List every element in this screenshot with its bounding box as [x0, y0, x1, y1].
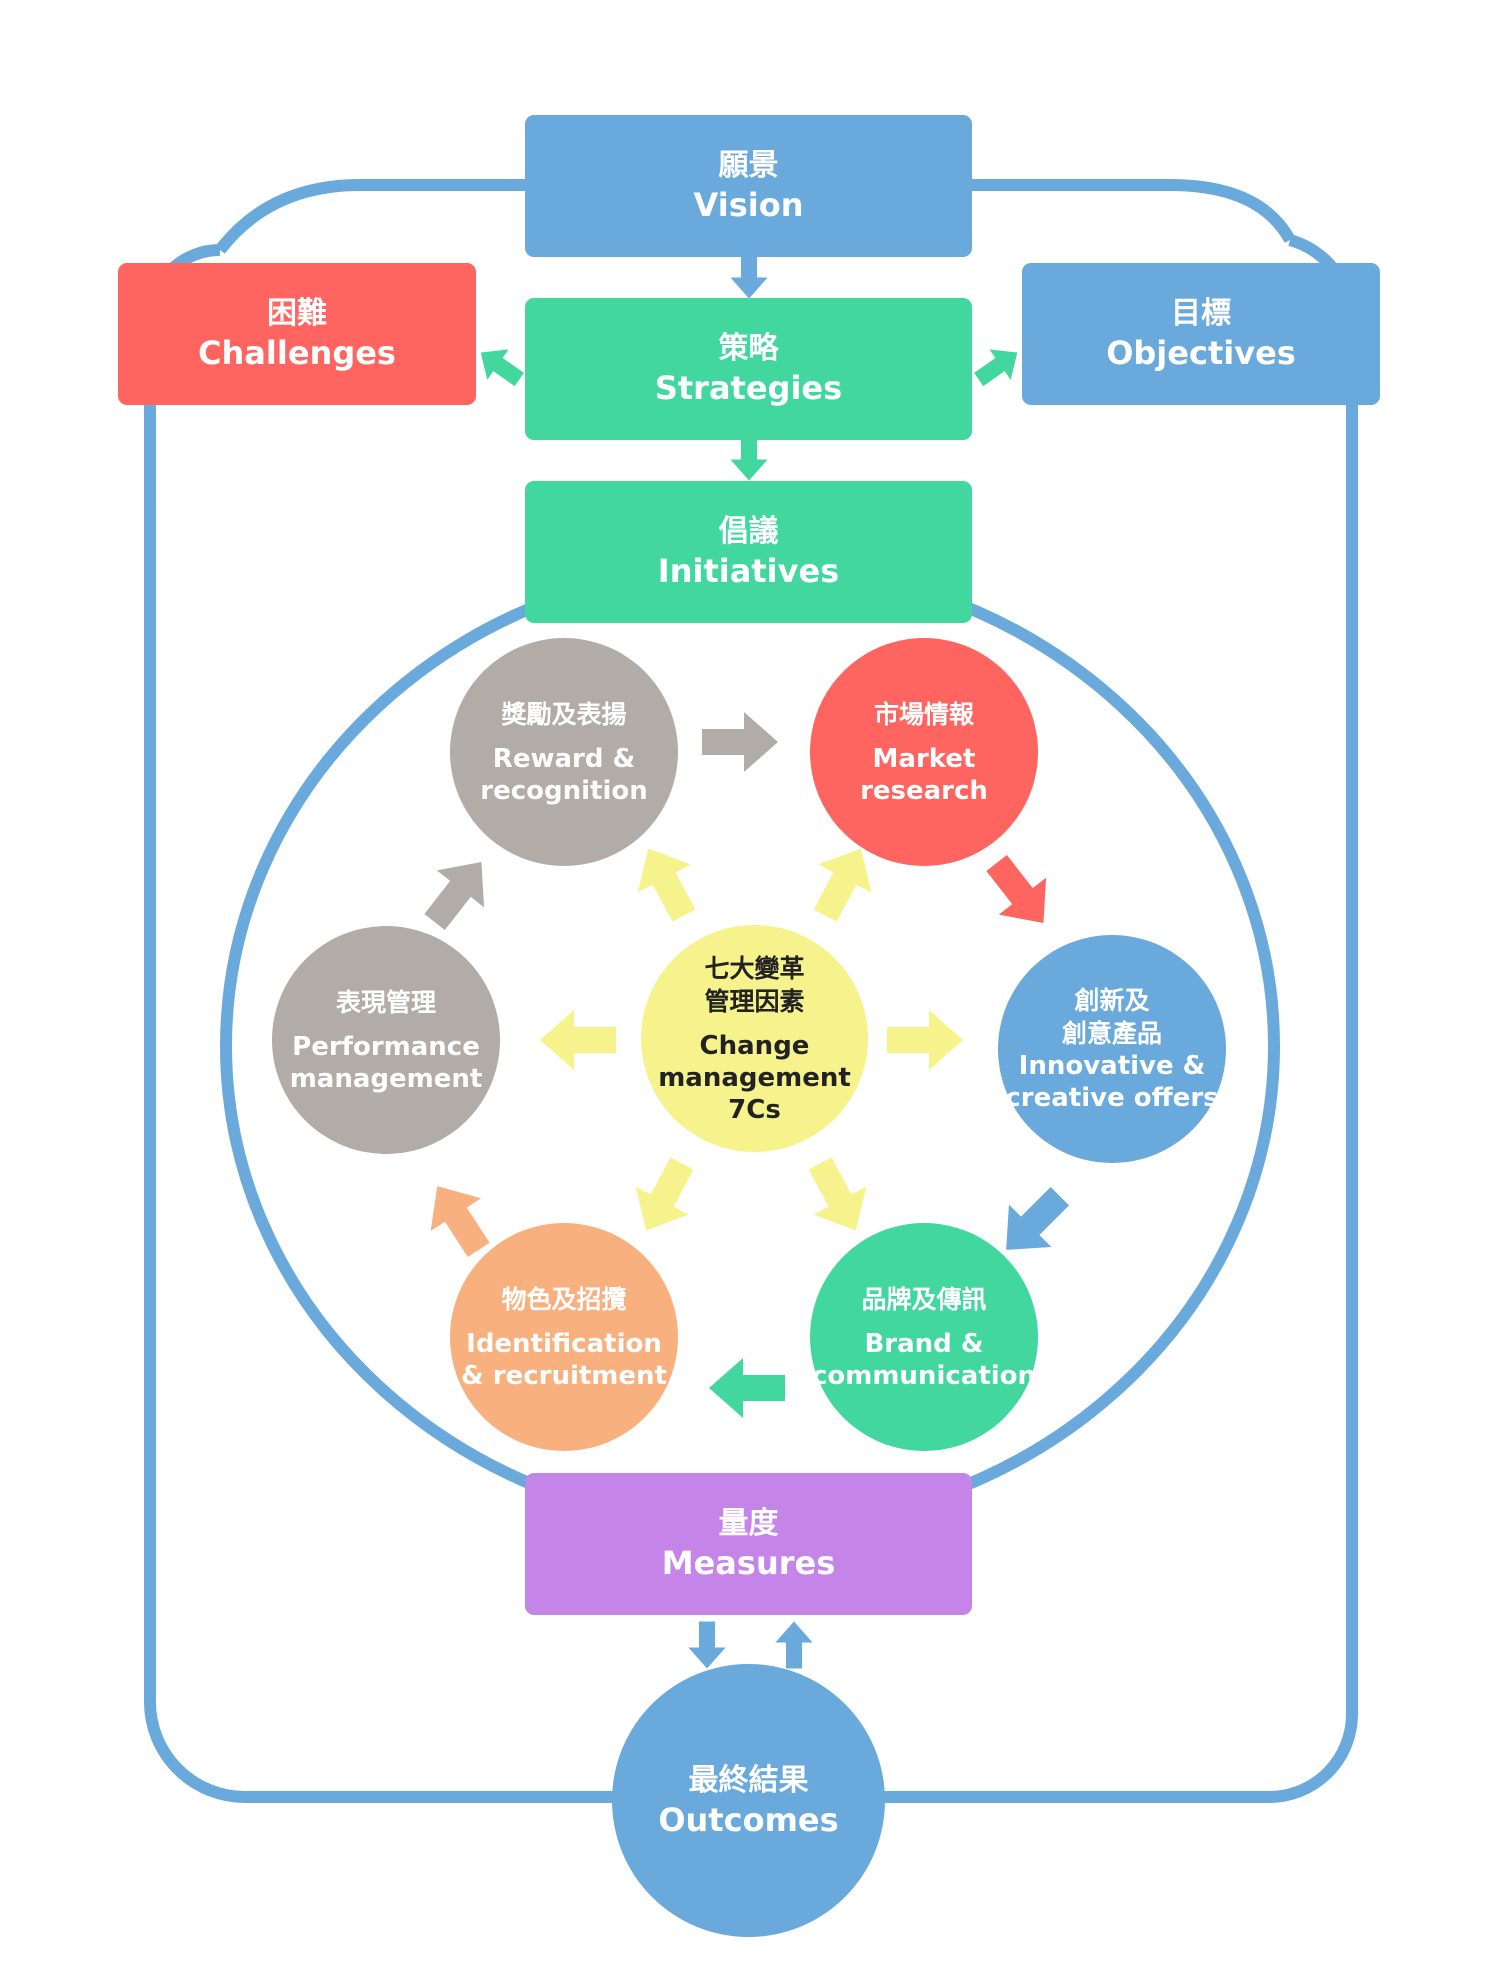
block-arrow-icon	[808, 1157, 867, 1231]
center-label-en-3: 7Cs	[728, 1094, 781, 1125]
market-to-innovative-arrow	[986, 855, 1047, 923]
reward-label-en-2: recognition	[480, 775, 648, 806]
outcomes-circle: 最終結果 Outcomes	[612, 1664, 885, 1937]
challenges-box: 困難 Challenges	[118, 263, 476, 405]
block-arrow-icon	[813, 848, 872, 922]
strategies-label-zh: 策略	[718, 331, 779, 366]
performance-label-zh: 表現管理	[335, 987, 436, 1017]
strategies-box: 策略 Strategies	[525, 298, 972, 440]
strategies-label-en: Strategies	[654, 369, 843, 407]
strategies-to-objectives-arrow	[974, 349, 1018, 387]
identification-label-zh: 物色及招攬	[501, 1284, 627, 1314]
reward-label-en-1: Reward &	[492, 743, 636, 774]
center-label-en-1: Change	[699, 1030, 810, 1061]
brand-label-en-2: communication	[811, 1360, 1037, 1391]
brand-circle: 品牌及傳訊 Brand & communication	[810, 1223, 1038, 1451]
reward-label-zh: 獎勵及表揚	[501, 699, 627, 729]
market-label-en-1: Market	[872, 743, 976, 774]
center-to-reward-arrow	[637, 848, 696, 922]
market-circle: 市場情報 Market research	[810, 638, 1038, 866]
block-arrow-icon	[730, 433, 768, 481]
performance-circle: 表現管理 Performance management	[272, 926, 500, 1154]
innovative-label-en-2: creative offers	[1005, 1083, 1219, 1113]
center-label-zh-1: 七大變革	[704, 953, 805, 983]
block-arrow-icon	[424, 862, 485, 930]
block-arrow-icon	[986, 855, 1047, 923]
innovative-circle: 創新及 創意產品 Innovative & creative offers	[998, 935, 1226, 1163]
objectives-box: 目標 Objectives	[1022, 263, 1380, 405]
block-arrow-icon	[775, 1621, 813, 1669]
reward-to-market-arrow	[702, 712, 778, 772]
center-to-innovative-arrow	[887, 1010, 963, 1070]
objectives-label-en: Objectives	[1106, 334, 1296, 372]
innovative-label-zh-1: 創新及	[1074, 986, 1150, 1015]
center-label-zh-2: 管理因素	[704, 986, 805, 1016]
objectives-label-zh: 目標	[1171, 296, 1231, 331]
identification-label-en-1: Identification	[466, 1328, 662, 1359]
brand-label-en-1: Brand &	[864, 1328, 984, 1359]
identification-circle: 物色及招攬 Identification & recruitment	[450, 1223, 678, 1451]
vision-to-strategies-arrow	[730, 251, 768, 299]
center-to-performance-arrow	[540, 1010, 616, 1070]
vision-label-zh: 願景	[718, 148, 779, 183]
outcomes-to-measures-arrow	[775, 1621, 813, 1669]
reward-circle: 獎勵及表揚 Reward & recognition	[450, 638, 678, 866]
block-arrow-icon	[635, 1157, 694, 1231]
outer-loop-top-right	[970, 179, 1296, 244]
strategies-to-challenges-arrow	[480, 349, 524, 387]
challenges-label-en: Challenges	[198, 334, 396, 372]
vision-label-en: Vision	[693, 186, 804, 224]
vision-box: 願景 Vision	[525, 115, 972, 257]
block-arrow-icon	[430, 1186, 490, 1257]
block-arrow-icon	[730, 251, 768, 299]
block-arrow-icon	[974, 349, 1018, 387]
brand-to-identification-arrow	[709, 1358, 785, 1418]
innovative-to-brand-arrow	[1006, 1186, 1070, 1250]
challenges-label-zh: 困難	[267, 296, 327, 331]
center-to-market-arrow	[813, 848, 872, 922]
outcomes-label-zh: 最終結果	[688, 1762, 809, 1798]
outer-loop-top-left	[215, 179, 530, 254]
innovative-label-en-1: Innovative &	[1018, 1051, 1206, 1081]
market-label-zh: 市場情報	[873, 699, 974, 729]
measures-to-outcomes-arrow	[688, 1621, 726, 1669]
market-label-en-2: research	[860, 775, 988, 806]
measures-label-zh: 量度	[718, 1506, 779, 1541]
block-arrow-icon	[540, 1010, 616, 1070]
block-arrow-icon	[1006, 1186, 1070, 1250]
initiatives-box: 倡議 Initiatives	[525, 481, 972, 623]
block-arrow-icon	[709, 1358, 785, 1418]
performance-label-en-1: Performance	[292, 1031, 480, 1062]
brand-label-zh: 品牌及傳訊	[861, 1284, 987, 1314]
outcomes-label-en: Outcomes	[658, 1800, 839, 1839]
block-arrow-icon	[480, 349, 524, 387]
block-arrow-icon	[637, 848, 696, 922]
measures-label-en: Measures	[661, 1544, 836, 1582]
center-to-brand-arrow	[808, 1157, 867, 1231]
center-7cs-circle: 七大變革 管理因素 Change management 7Cs	[641, 925, 868, 1152]
center-to-identification-arrow	[635, 1157, 694, 1231]
innovative-label-zh-2: 創意產品	[1061, 1019, 1162, 1048]
block-arrow-icon	[688, 1621, 726, 1669]
center-label-en-2: management	[658, 1062, 851, 1093]
block-arrow-icon	[702, 712, 778, 772]
block-arrow-icon	[887, 1010, 963, 1070]
identification-to-performance-arrow	[430, 1186, 490, 1257]
strategies-to-initiatives-arrow	[730, 433, 768, 481]
measures-box: 量度 Measures	[525, 1473, 972, 1615]
performance-to-reward-arrow	[424, 862, 485, 930]
initiatives-label-zh: 倡議	[718, 514, 779, 549]
initiatives-label-en: Initiatives	[657, 552, 840, 590]
performance-label-en-2: management	[289, 1063, 483, 1094]
identification-label-en-2: & recruitment	[461, 1360, 667, 1391]
